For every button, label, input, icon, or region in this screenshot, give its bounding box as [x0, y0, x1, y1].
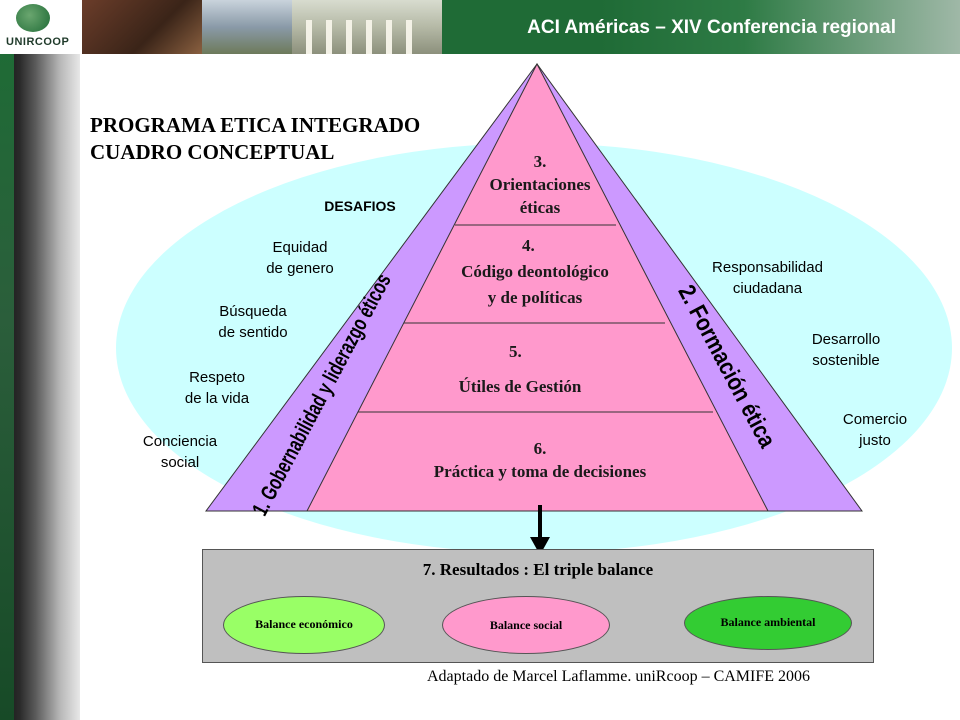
globe-icon: [16, 4, 50, 32]
result-arrow-head: [530, 537, 550, 555]
challenge-text: Comercio: [842, 411, 908, 428]
challenge-right-3: Comercio justo: [815, 409, 935, 451]
challenge-right-1: Responsabilidad ciudadana: [700, 257, 835, 299]
level-number: 4.: [522, 236, 535, 255]
challenge-text: de sentido: [218, 324, 288, 341]
challenge-left-1: Equidad de genero: [240, 237, 360, 279]
header-gradient: [600, 0, 960, 54]
results-box: 7. Resultados : El triple balance Balanc…: [202, 549, 874, 663]
program-title: PROGRAMA ETICA INTEGRADO CUADRO CONCEPTU…: [90, 112, 420, 166]
balance-social: Balance social: [442, 596, 610, 654]
level-number: 6.: [533, 439, 547, 458]
challenge-text: sostenible: [812, 352, 880, 369]
level-5: 5. Útiles de Gestión: [420, 340, 650, 398]
challenge-text: Respeto: [189, 369, 245, 386]
program-title-line2: CUADRO CONCEPTUAL: [90, 140, 335, 164]
program-title-line1: PROGRAMA ETICA INTEGRADO: [90, 113, 421, 137]
slide-header-title: ACI Américas – XIV Conferencia regional: [527, 17, 896, 38]
logo: UNIRCOOP: [0, 0, 82, 54]
challenge-text: Conciencia: [142, 433, 218, 450]
level-text: Código deontológico: [461, 262, 609, 281]
sidebar-green-strip: [0, 54, 14, 720]
challenge-left-2: Búsqueda de sentido: [193, 301, 313, 343]
challenges-heading: DESAFIOS: [324, 198, 396, 214]
challenge-text: social: [160, 454, 200, 471]
challenge-text: de genero: [266, 260, 334, 277]
pyramid-inner: [306, 62, 769, 512]
challenge-text: ciudadana: [732, 280, 803, 297]
header-photo-building: [292, 0, 442, 54]
footer-credit: Adaptado de Marcel Laflamme. uniRcoop – …: [427, 668, 811, 685]
level-text: éticas: [519, 198, 561, 217]
level-6: 6. Práctica y toma de decisiones: [380, 437, 700, 483]
level-text: Práctica y toma de decisiones: [433, 462, 647, 481]
challenge-right-2: Desarrollo sostenible: [786, 329, 906, 371]
challenge-text: justo: [859, 432, 891, 449]
challenge-text: Búsqueda: [219, 303, 287, 320]
challenge-left-3: Respeto de la vida: [157, 367, 277, 409]
level-number: 5.: [509, 342, 522, 361]
balance-environmental: Balance ambiental: [684, 596, 852, 650]
level-number: 3.: [533, 152, 547, 171]
challenge-text: Equidad: [272, 239, 328, 256]
level-text: y de políticas: [487, 288, 583, 307]
level-text: Orientaciones: [489, 175, 591, 194]
balance-economic: Balance económico: [223, 596, 385, 654]
challenge-text: Responsabilidad: [712, 259, 823, 276]
header-photo-conference: [82, 0, 202, 54]
challenge-text: de la vida: [184, 390, 250, 407]
header-photo-flags: [202, 0, 292, 54]
level-4: 4. Código deontológico y de políticas: [420, 233, 650, 311]
results-title: 7. Resultados : El triple balance: [422, 560, 654, 579]
logo-text: UNIRCOOP: [6, 36, 70, 48]
level-3: 3. Orientaciones éticas: [460, 150, 620, 219]
challenge-left-4: Conciencia social: [120, 431, 240, 473]
challenge-text: Desarrollo: [811, 331, 881, 348]
level-text: Útiles de Gestión: [458, 377, 582, 396]
